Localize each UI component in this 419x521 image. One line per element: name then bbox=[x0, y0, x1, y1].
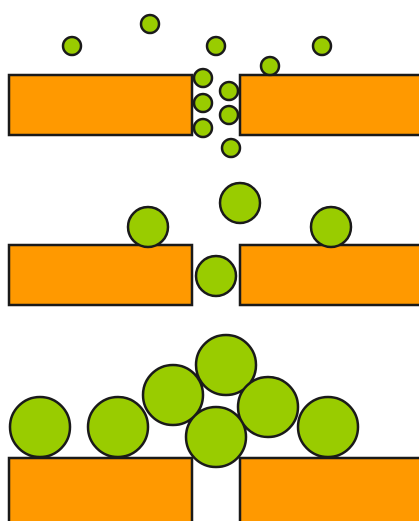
particle bbox=[218, 80, 240, 102]
particle bbox=[236, 375, 300, 439]
particle bbox=[8, 395, 72, 459]
barrier-right bbox=[238, 243, 419, 307]
barrier-right bbox=[238, 73, 419, 137]
particle bbox=[218, 104, 240, 126]
panel-medium-particles bbox=[7, 181, 419, 307]
barrier-left bbox=[7, 243, 194, 307]
particle bbox=[218, 181, 262, 225]
barrier-left bbox=[7, 456, 194, 521]
particle bbox=[141, 363, 205, 427]
particle bbox=[311, 35, 333, 57]
particle bbox=[220, 137, 242, 159]
particle bbox=[192, 117, 214, 139]
barrier-right bbox=[238, 456, 419, 521]
particle bbox=[192, 67, 214, 89]
panel-large-particles bbox=[7, 333, 419, 521]
particle bbox=[205, 35, 227, 57]
barrier-left bbox=[7, 73, 194, 137]
particle bbox=[194, 254, 238, 298]
panel-small-particles bbox=[7, 13, 419, 159]
particle bbox=[139, 13, 161, 35]
particle bbox=[194, 333, 258, 397]
particle bbox=[126, 205, 170, 249]
particle bbox=[192, 92, 214, 114]
particle bbox=[184, 405, 248, 469]
particle bbox=[309, 205, 353, 249]
particle bbox=[296, 395, 360, 459]
particle bbox=[61, 35, 83, 57]
particle bbox=[86, 395, 150, 459]
particle bbox=[259, 55, 281, 77]
